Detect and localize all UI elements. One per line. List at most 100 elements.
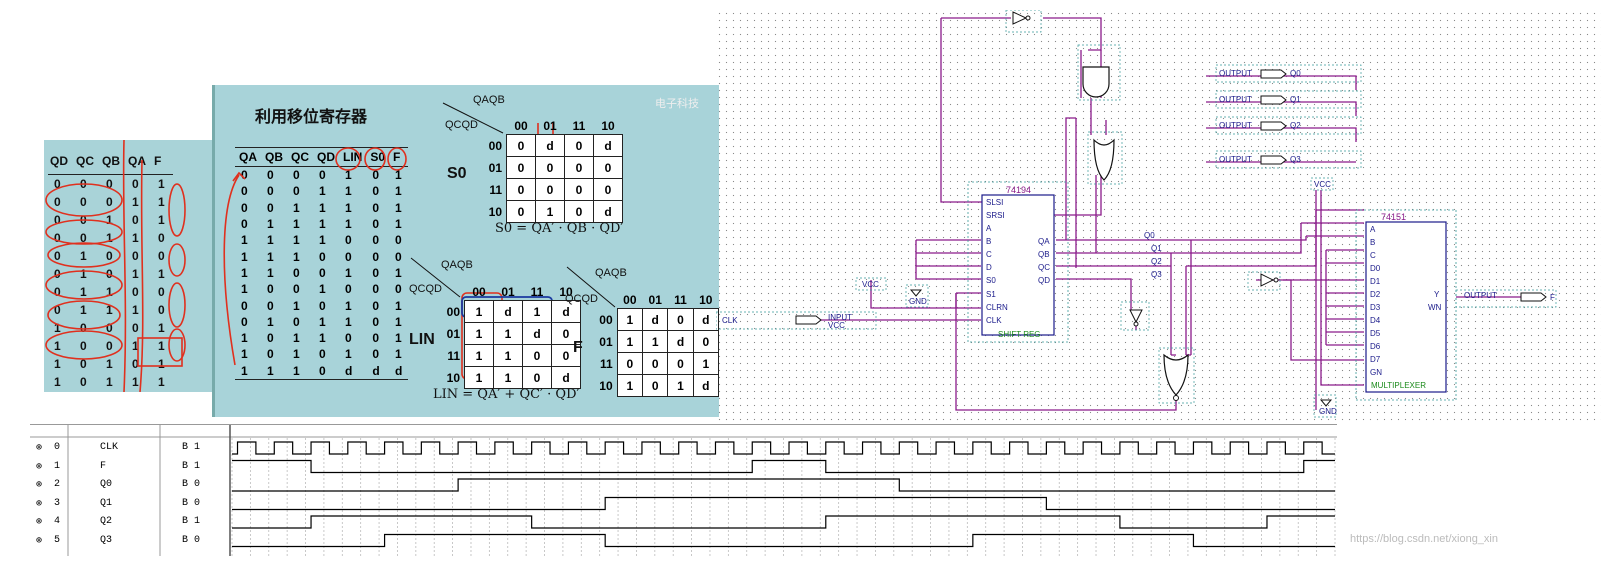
table-cell: 0 [241,298,248,313]
table-cell: 1 [241,265,248,280]
not-gate-mid[interactable] [1129,309,1143,324]
table-cell: 1 [54,339,61,353]
multiplexer-chip[interactable] [1355,209,1457,401]
table-cell: 1 [319,200,326,215]
table-cell: 0 [241,168,248,183]
table-cell: d [372,363,380,378]
signal-pin-icon[interactable]: ⊚ [36,535,43,547]
table-cell: 1 [106,213,113,227]
table-cell: 0 [54,249,61,263]
kmap-cell: 1 [535,200,565,223]
table-cell: 0 [267,184,274,199]
signal-pin-icon[interactable]: ⊚ [36,461,43,473]
table-cell: 0 [319,363,326,378]
output-pin-q0[interactable] [1260,69,1287,79]
kmap-cell: 1 [642,330,669,353]
table-cell: 0 [372,347,380,362]
signal-value: B 1 [182,442,201,453]
kmap-row-label: 00 [599,312,613,327]
kmap-row-label: 00 [488,138,502,153]
signal-index: 5 [54,534,61,546]
table-cell: 0 [345,249,352,264]
table-cell: 0 [372,217,380,232]
slide-watermark: 电子科技 [655,98,699,110]
circuit-schematic[interactable]: 74194 SHIFT REG SLSI SRSI A B C D S0 S1 … [716,10,1601,425]
state-table-col-5: S0 [366,147,390,167]
table-cell: 1 [158,357,165,371]
output-pin-q1[interactable] [1260,95,1287,105]
svg-text:Q2: Q2 [1151,257,1162,266]
table-cell: 1 [158,321,165,335]
state-table-col-4: LIN [339,147,367,167]
kmap-cell: 1 [464,322,494,345]
svg-text:GND: GND [1319,407,1337,416]
signal-name: Q2 [100,516,113,527]
kmap-cell: d [551,366,581,389]
table-cell: 0 [241,200,248,215]
table-cell: 0 [132,285,139,299]
signal-pin-icon[interactable]: ⊚ [36,443,43,454]
waveform-grid [30,425,1337,556]
table-cell: 0 [345,331,352,346]
kmap-row-label: 11 [489,182,502,197]
svg-text:Q2: Q2 [1290,121,1301,130]
svg-text:QC: QC [1038,263,1050,272]
table-cell: 1 [54,375,61,389]
table-cell: 0 [267,168,274,183]
output-pin-f[interactable] [1520,292,1547,302]
kmap-s0-row-label: QCQD [445,119,478,131]
output-pin-q2[interactable] [1260,121,1287,131]
or-gate[interactable] [1093,138,1115,181]
table-cell: 1 [267,233,274,248]
table-cell: 0 [319,298,326,313]
signal-pin-icon[interactable]: ⊚ [36,480,43,491]
table-cell: 0 [293,168,300,183]
not-gate-right[interactable] [1260,273,1275,287]
kmap-cell: 1 [616,308,644,331]
shift-register-chip[interactable] [967,181,1069,343]
table-cell: 0 [106,249,113,263]
waveform-trace-clk [232,441,1335,455]
signal-value: B 0 [182,479,201,490]
output-pin-q3[interactable] [1260,155,1287,165]
input-pin-clk[interactable] [795,315,822,325]
kmap-col-label: 00 [623,292,637,307]
table-cell: 0 [106,177,113,191]
nor-gate[interactable] [1163,353,1189,396]
kmap-cell: d [551,300,581,323]
signal-pin-icon[interactable]: ⊚ [36,517,43,528]
table-cell: 1 [319,217,326,232]
table-cell: 0 [106,339,113,353]
table-cell: 1 [319,184,326,199]
svg-text:Q1: Q1 [1290,95,1301,104]
not-gate-top[interactable] [1012,11,1028,25]
table-cell: 1 [267,249,274,264]
kmap-row-label: 00 [446,304,460,319]
table-cell: 0 [80,321,87,335]
table-cell: 1 [132,267,139,281]
kmap-cell: 0 [593,178,623,201]
signal-index: 2 [54,479,61,490]
table-cell: 0 [293,184,300,199]
kmap-cell: 0 [616,352,644,375]
signal-pin-icon[interactable]: ⊚ [36,498,43,510]
svg-text:Q0: Q0 [1144,231,1155,240]
kmap-row-label: 01 [446,326,460,341]
svg-text:SRSI: SRSI [986,211,1005,220]
table-cell: 0 [241,314,248,329]
kmap-col-label: 10 [559,284,573,299]
table-cell: 1 [132,375,139,389]
and-gate[interactable] [1082,66,1110,98]
